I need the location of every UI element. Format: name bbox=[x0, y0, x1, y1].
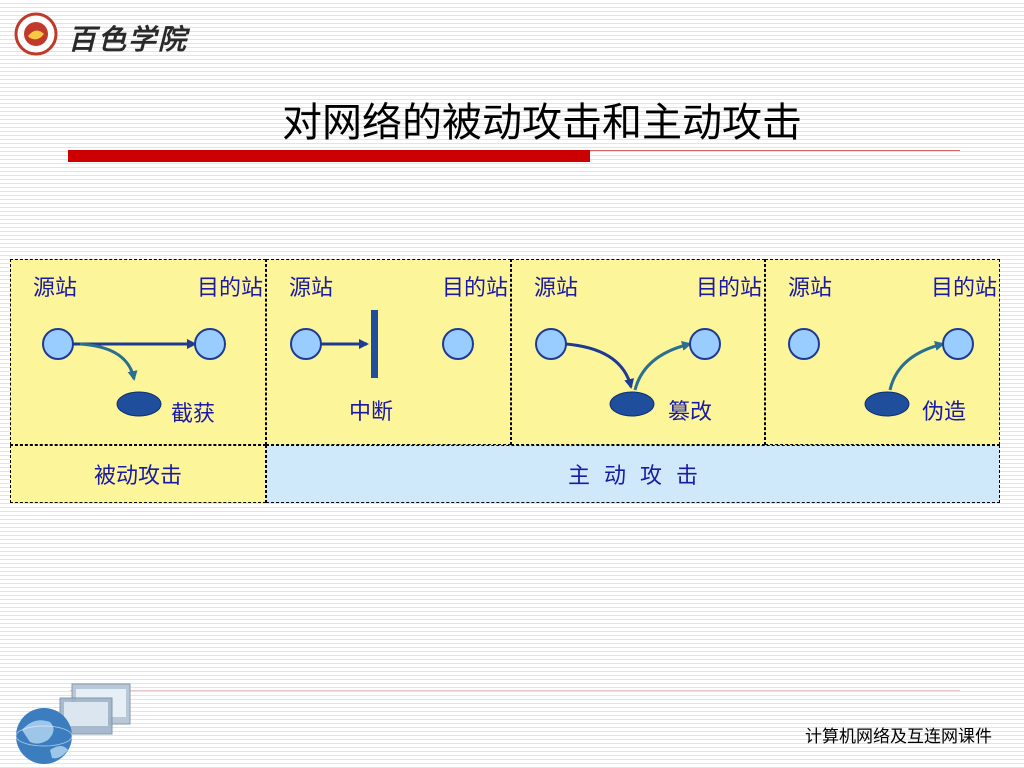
slide-title: 对网络的被动攻击和主动攻击 bbox=[282, 100, 802, 146]
destination-label: 目的站 bbox=[196, 276, 263, 301]
source-label: 源站 bbox=[788, 276, 833, 301]
panel-fabrication: 源站 目的站 伪造 bbox=[765, 259, 1000, 445]
passive-attack-category: 被动攻击 bbox=[10, 445, 266, 503]
attack-label-fabrication: 伪造 bbox=[922, 400, 967, 425]
destination-label: 目的站 bbox=[441, 276, 508, 301]
panel-modification: 源站 目的站 篡改 bbox=[511, 259, 765, 445]
attack-label-interruption: 中断 bbox=[349, 400, 394, 425]
footer-course-title: 计算机网络及互连网课件 bbox=[805, 727, 992, 747]
source-label: 源站 bbox=[534, 276, 579, 301]
title-underline-line bbox=[590, 150, 960, 151]
attack-label-interception: 截获 bbox=[171, 402, 216, 427]
source-label: 源站 bbox=[289, 276, 334, 301]
panel-interruption: 源站 目的站 中断 bbox=[266, 259, 511, 445]
college-logo: 百色学院 bbox=[14, 8, 194, 56]
source-label: 源站 bbox=[33, 276, 78, 301]
attack-label-modification: 篡改 bbox=[668, 400, 713, 425]
destination-label: 目的站 bbox=[930, 276, 997, 301]
footer-divider bbox=[70, 690, 960, 691]
passive-attack-label: 被动攻击 bbox=[93, 464, 182, 489]
college-logo-text: 百色学院 bbox=[68, 23, 189, 56]
active-attack-category: 主 动 攻 击 bbox=[266, 445, 1000, 503]
destination-label: 目的站 bbox=[695, 276, 762, 301]
panel-interception: 源站 目的站 截获 bbox=[10, 259, 266, 445]
active-attack-label: 主 动 攻 击 bbox=[568, 464, 698, 489]
title-underline-bar bbox=[68, 150, 590, 162]
college-seal-icon bbox=[14, 12, 58, 56]
globe-computer-icon bbox=[15, 683, 131, 764]
attack-diagram: 源站 目的站 截获 源站 目的站 中断 源站 目的站 篡改 源站 目的站 伪造 bbox=[10, 259, 1000, 504]
